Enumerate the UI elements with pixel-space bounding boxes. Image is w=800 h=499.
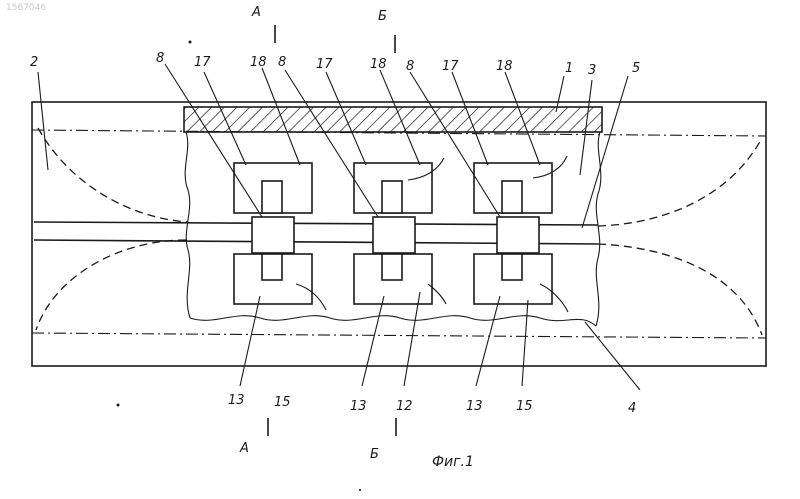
left-lower-curve (36, 240, 186, 330)
label-15-first: 15 (274, 395, 291, 410)
label-17-second: 17 (316, 57, 333, 72)
section-a-bottom: А (239, 441, 249, 456)
bottom-wavy-border (190, 316, 596, 326)
scan-speck (117, 404, 120, 407)
label-4: 4 (628, 401, 636, 416)
label-3: 3 (588, 63, 596, 78)
hatched-layer (184, 107, 602, 132)
left-wavy-border (185, 132, 190, 318)
left-upper-curve (38, 128, 188, 222)
label-18-third: 18 (496, 59, 513, 74)
right-lower-curve (598, 244, 762, 335)
label-17-third: 17 (442, 59, 459, 74)
right-wavy-border (596, 132, 601, 326)
section-b-top: Б (378, 9, 387, 24)
label-13-second: 13 (350, 399, 367, 414)
label-8-second: 8 (278, 55, 286, 70)
label-15-second: 15 (516, 399, 533, 414)
label-1: 1 (565, 61, 573, 76)
label-13-third: 13 (466, 399, 483, 414)
scan-speck (189, 41, 192, 44)
section-b-bottom: Б (370, 447, 379, 462)
label-5: 5 (632, 61, 640, 76)
figure-caption: Фиг.1 (432, 454, 474, 470)
element-group-1 (234, 163, 312, 304)
lower-boundary-line (32, 333, 766, 338)
label-18-second: 18 (370, 57, 387, 72)
element-group-2 (354, 163, 432, 304)
label-2: 2 (30, 55, 38, 70)
label-18-first: 18 (250, 55, 267, 70)
scan-speck (359, 489, 361, 491)
watermark-text: 1567046 (6, 3, 46, 13)
label-17-first: 17 (194, 55, 211, 70)
label-8-third: 8 (406, 59, 414, 74)
section-a-top: А (251, 5, 261, 20)
label-12: 12 (396, 399, 413, 414)
label-13-first: 13 (228, 393, 245, 408)
element-group-3 (474, 163, 552, 304)
label-8-first: 8 (156, 51, 164, 66)
right-upper-curve (598, 138, 762, 226)
